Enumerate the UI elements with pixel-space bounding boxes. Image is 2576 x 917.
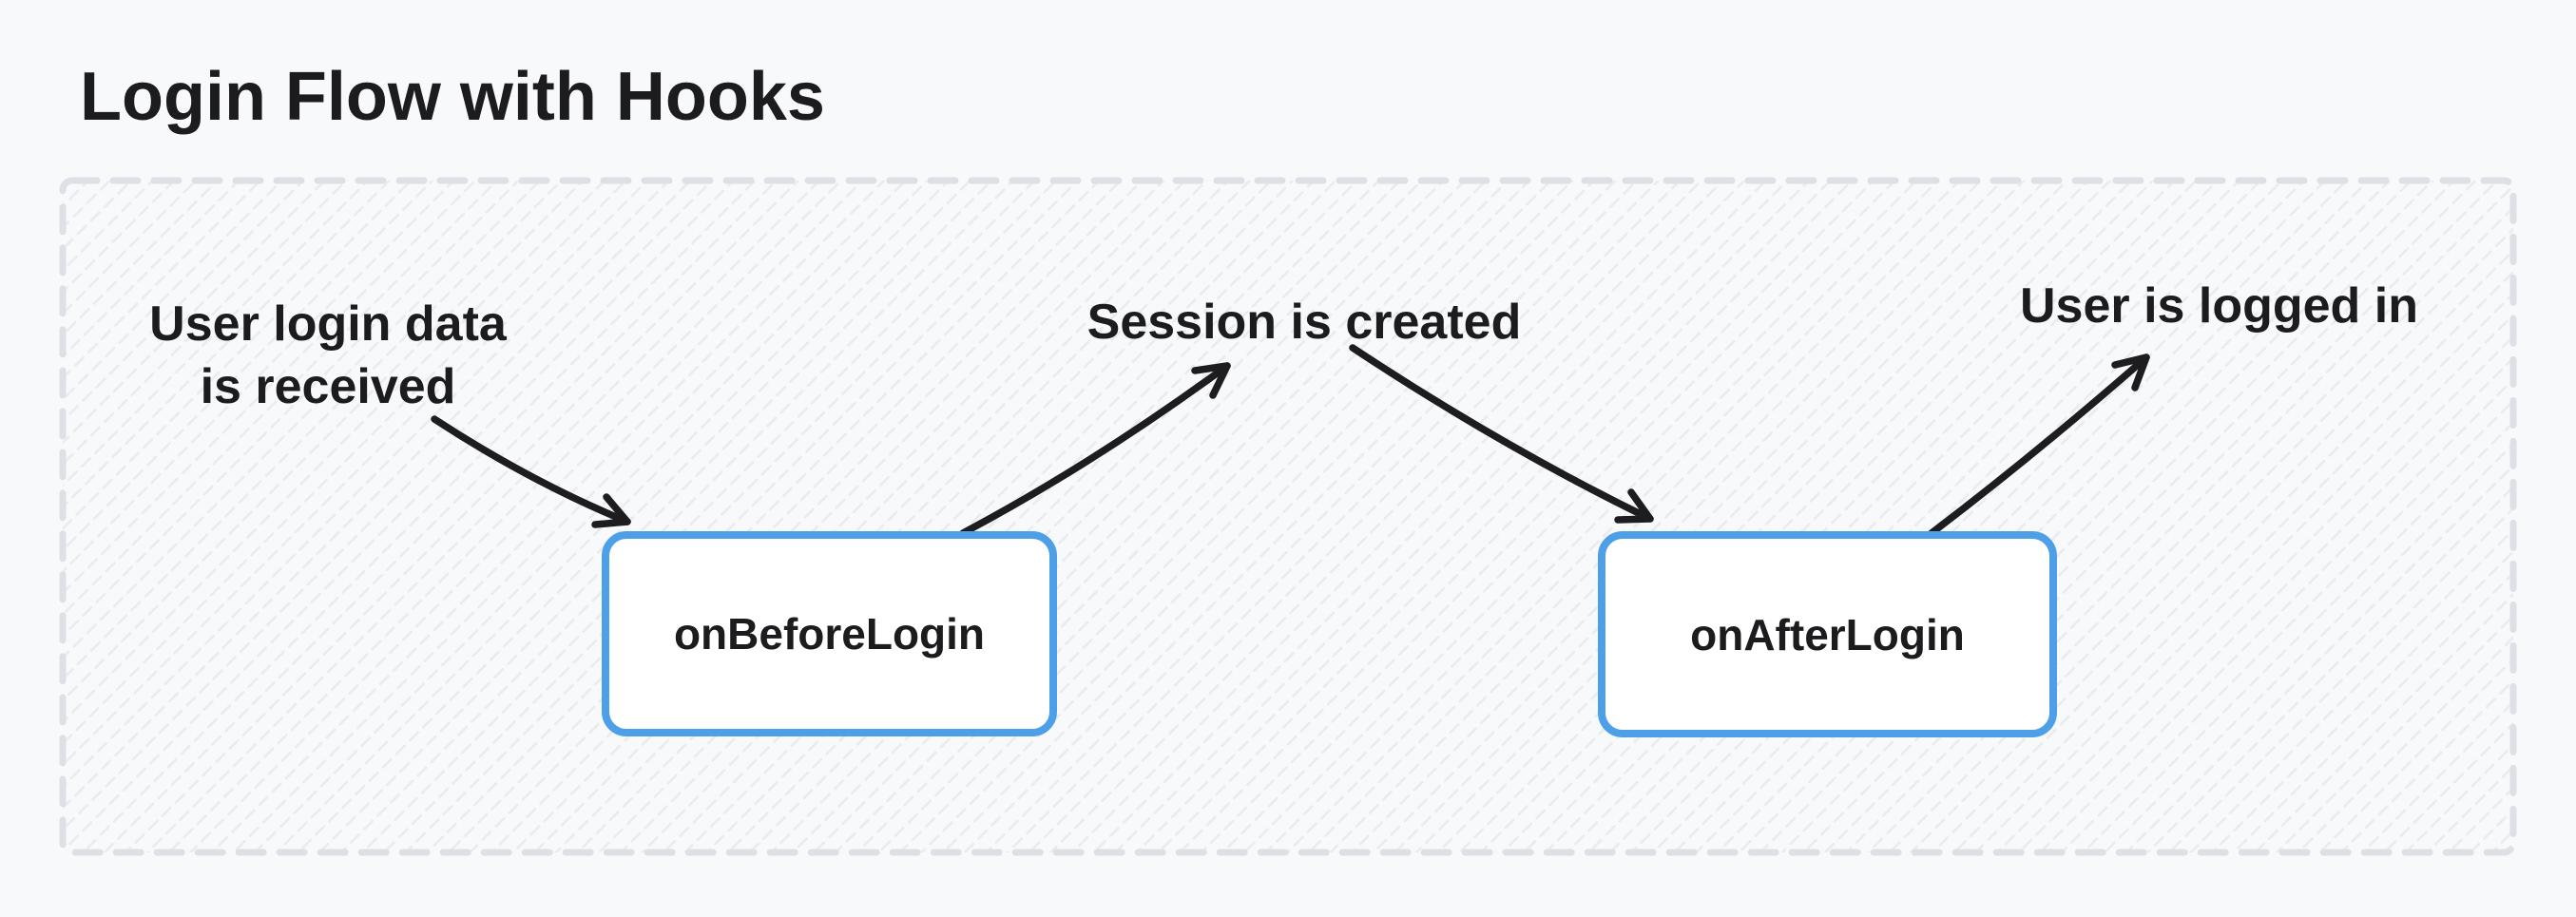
diagram-title: Login Flow with Hooks [80, 59, 825, 135]
arrow-shaft [1928, 353, 2150, 537]
arrowhead-icon [2111, 353, 2150, 392]
annotation-session-created: Session is created [1084, 291, 1525, 353]
annotation-line: User is logged in [2020, 278, 2418, 334]
annotation-line: Session is created [1086, 295, 1522, 350]
annotation-user-logged-in: User is logged in [2008, 275, 2431, 337]
arrow-onafterlogin-to-user-logged-in [1928, 353, 2150, 537]
arrow-onbeforelogin-to-session-created [959, 362, 1231, 537]
arrowhead-icon [591, 493, 631, 528]
node-onbeforelogin: onBeforeLogin [602, 531, 1057, 736]
arrowhead-icon [1191, 362, 1231, 399]
node-onbeforelogin-label: onBeforeLogin [673, 609, 986, 659]
arrow-session-created-to-onafterlogin [1349, 344, 1654, 524]
arrow-shaft [431, 415, 631, 525]
annotation-user-login-data: User login data is received [109, 293, 547, 418]
arrow-shaft [1349, 344, 1654, 523]
node-onafterlogin: onAfterLogin [1598, 531, 2057, 737]
node-onafterlogin-label: onAfterLogin [1690, 609, 1965, 659]
arrowhead-icon [1614, 488, 1654, 524]
arrow-shaft [959, 362, 1231, 537]
arrow-login-data-to-onbeforelogin [431, 415, 631, 528]
annotation-line: User login data [149, 296, 507, 352]
annotation-line: is received [200, 359, 456, 414]
